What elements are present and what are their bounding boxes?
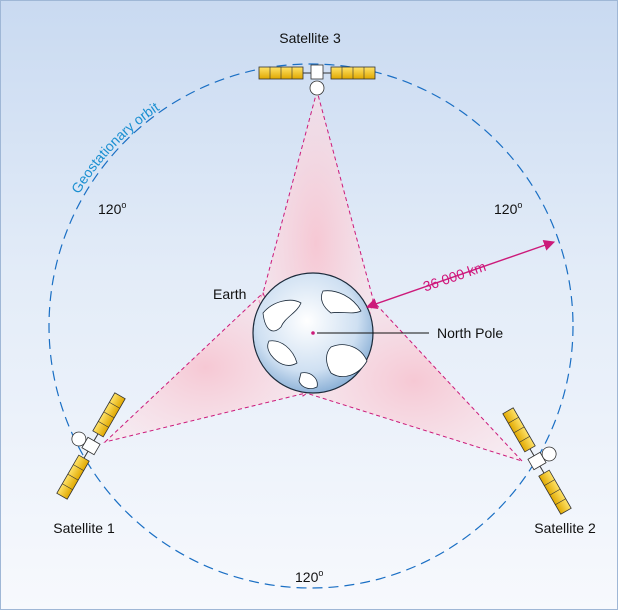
angle-value: 120 bbox=[295, 569, 319, 585]
svg-text:120o: 120o bbox=[494, 200, 522, 217]
north-pole-label: North Pole bbox=[437, 325, 503, 341]
distance-arrow bbox=[365, 240, 556, 309]
distance-label: 36 000 km bbox=[421, 258, 488, 294]
svg-text:120o: 120o bbox=[98, 200, 126, 217]
degree-symbol: o bbox=[121, 200, 126, 210]
angle-value: 120 bbox=[494, 201, 518, 217]
degree-symbol: o bbox=[517, 200, 522, 210]
angle-label-left: 120o bbox=[98, 200, 126, 217]
satellite-1-icon bbox=[56, 392, 126, 500]
svg-text:120o: 120o bbox=[295, 568, 323, 585]
earth-label: Earth bbox=[213, 286, 246, 302]
orbit-label-text: Geostationary orbit bbox=[68, 99, 162, 196]
satellite-3-label: Satellite 3 bbox=[279, 30, 341, 46]
angle-label-right: 120o bbox=[494, 200, 522, 217]
degree-symbol: o bbox=[318, 568, 323, 578]
globe-north-pole-icon bbox=[252, 272, 374, 394]
satellite-2-icon bbox=[502, 407, 572, 515]
satellite-2-label: Satellite 2 bbox=[534, 520, 596, 536]
geostationary-orbit bbox=[48, 63, 574, 589]
satellite-3-icon bbox=[258, 64, 376, 96]
angle-label-bottom: 120o bbox=[295, 568, 323, 585]
satellite-1-label: Satellite 1 bbox=[53, 520, 115, 536]
orbit-label: Geostationary orbit bbox=[68, 99, 162, 196]
angle-value: 120 bbox=[98, 201, 122, 217]
